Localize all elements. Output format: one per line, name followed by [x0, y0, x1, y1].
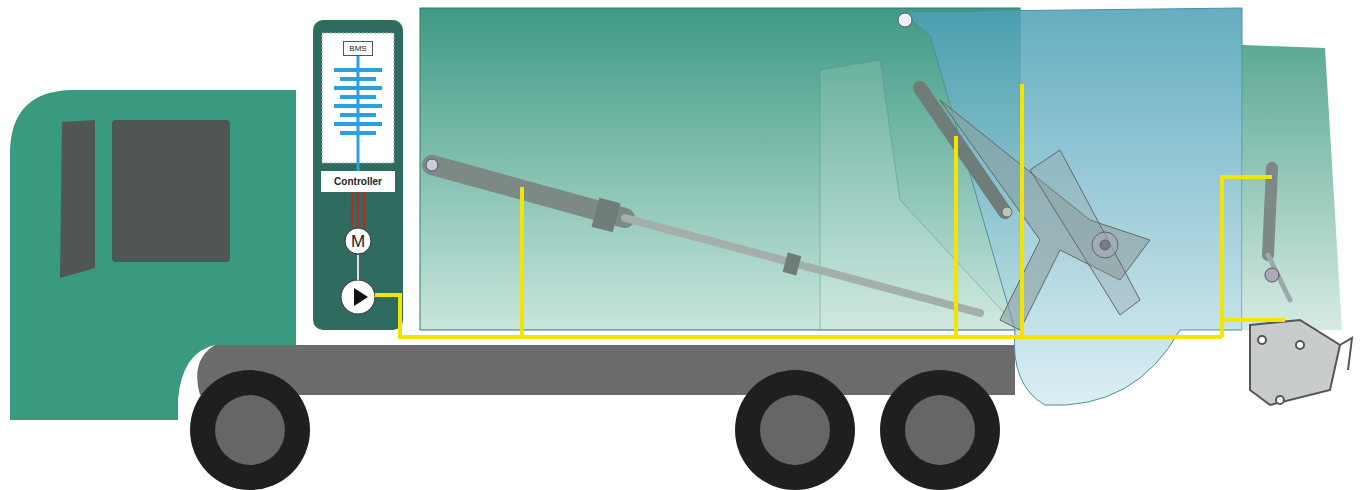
- component-label: BMS: [349, 45, 366, 53]
- motor-outline: [345, 228, 371, 254]
- bin-lifter: [1250, 320, 1352, 405]
- shaft: [357, 255, 359, 280]
- motor-label: M: [351, 233, 365, 250]
- battery-pack: [322, 33, 394, 163]
- tailgate: [900, 8, 1242, 405]
- lift-cylinders: [1265, 168, 1290, 300]
- wheels: [190, 370, 1000, 490]
- battery-cells: [334, 70, 382, 133]
- pump-symbol: [354, 288, 368, 306]
- cab-window: [112, 120, 230, 262]
- rear-flap: [1242, 45, 1342, 330]
- component-label: Controller: [334, 177, 382, 187]
- phase-wires: [352, 192, 364, 227]
- battery-enclosure: [313, 20, 403, 330]
- body-container: [420, 8, 1020, 330]
- ejector-cylinder: [426, 159, 980, 313]
- cab-window: [60, 120, 95, 278]
- hydraulic-lines: [375, 84, 1285, 337]
- chassis: [197, 345, 1015, 395]
- component-box: Controller: [321, 171, 395, 192]
- component-box: BMS: [343, 41, 373, 56]
- pump-symbol: [341, 280, 375, 314]
- motor-circle: M: [344, 227, 372, 255]
- power-wire: [357, 56, 360, 171]
- tailgate-pivot: [898, 13, 912, 27]
